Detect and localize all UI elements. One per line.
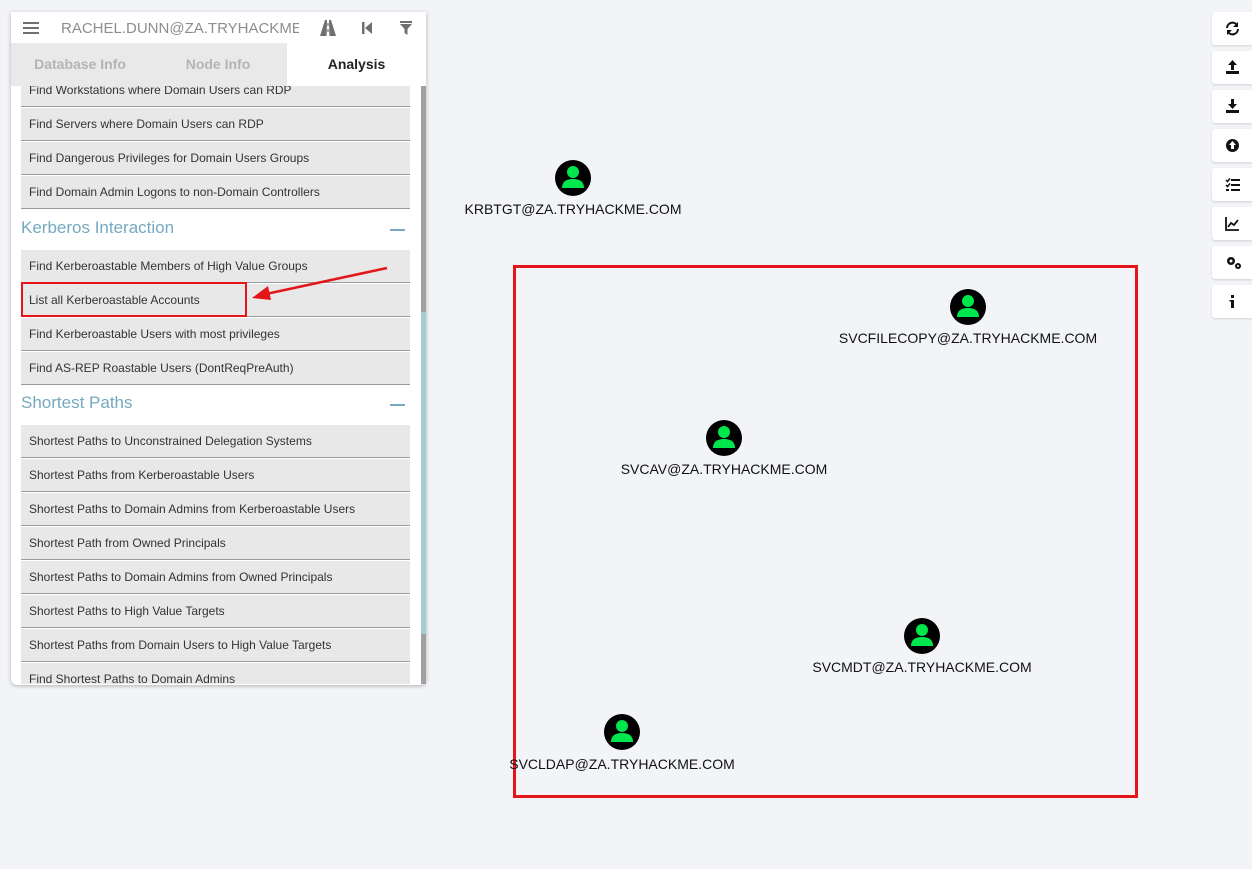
query-item[interactable]: Find Shortest Paths to Domain Admins bbox=[21, 663, 410, 684]
info-icon bbox=[1229, 295, 1234, 308]
user-icon bbox=[911, 624, 933, 646]
filter-icon[interactable] bbox=[397, 19, 415, 37]
user-node-svcav[interactable] bbox=[706, 420, 742, 456]
section-title: Shortest Paths bbox=[21, 393, 133, 412]
query-item[interactable]: Find Kerberoastable Members of High Valu… bbox=[21, 250, 410, 283]
search-input[interactable] bbox=[61, 17, 299, 39]
chart-icon bbox=[1225, 217, 1239, 231]
user-node-svcldap[interactable] bbox=[604, 714, 640, 750]
query-item[interactable]: Find Servers where Domain Users can RDP bbox=[21, 108, 410, 141]
section-title: Kerberos Interaction bbox=[21, 218, 175, 237]
road-icon[interactable] bbox=[319, 19, 337, 37]
node-label: KRBTGT@ZA.TRYHACKME.COM bbox=[464, 201, 682, 217]
user-node-svcmdt[interactable] bbox=[904, 618, 940, 654]
section-kerberos-interaction: Kerberos Interaction bbox=[21, 211, 410, 245]
query-item[interactable]: Find Domain Admin Logons to non-Domain C… bbox=[21, 176, 410, 209]
upload-icon bbox=[1226, 60, 1239, 74]
query-item[interactable]: Shortest Paths to Unconstrained Delegati… bbox=[21, 425, 410, 458]
import-button[interactable] bbox=[1212, 129, 1252, 162]
settings-button[interactable] bbox=[1212, 246, 1252, 279]
section-shortest-paths: Shortest Paths bbox=[21, 386, 410, 420]
query-item[interactable]: Find Dangerous Privileges for Domain Use… bbox=[21, 142, 410, 175]
user-icon bbox=[713, 426, 735, 448]
tab-analysis[interactable]: Analysis bbox=[287, 43, 426, 86]
user-icon bbox=[957, 295, 979, 317]
query-item[interactable]: Shortest Paths to Domain Admins from Own… bbox=[21, 561, 410, 594]
node-label: SVCMDT@ZA.TRYHACKME.COM bbox=[812, 659, 1032, 675]
upload-button[interactable] bbox=[1212, 51, 1252, 84]
query-item[interactable]: Shortest Paths from Domain Users to High… bbox=[21, 629, 410, 662]
query-item[interactable]: Find AS-REP Roastable Users (DontReqPreA… bbox=[21, 352, 410, 385]
node-label: SVCLDAP@ZA.TRYHACKME.COM bbox=[509, 756, 735, 772]
search-bar bbox=[11, 12, 426, 43]
scrollbar-thumb[interactable] bbox=[421, 312, 426, 634]
panel-tabs: Database Info Node Info Analysis bbox=[11, 43, 426, 86]
annotation-arrow bbox=[252, 266, 388, 300]
tab-database-info[interactable]: Database Info bbox=[34, 56, 126, 72]
query-item[interactable]: Shortest Paths to Domain Admins from Ker… bbox=[21, 493, 410, 526]
query-item[interactable]: Find Kerberoastable Users with most priv… bbox=[21, 318, 410, 351]
user-node-krbtgt[interactable] bbox=[555, 160, 591, 196]
tab-node-info[interactable]: Node Info bbox=[185, 56, 251, 72]
query-item[interactable]: Shortest Paths from Kerberoastable Users bbox=[21, 459, 410, 492]
search-panel: Database Info Node Info Analysis Find Wo… bbox=[11, 12, 426, 685]
queries-button[interactable] bbox=[1212, 168, 1252, 201]
collapse-icon[interactable] bbox=[390, 229, 405, 231]
chart-button[interactable] bbox=[1212, 207, 1252, 240]
menu-icon[interactable] bbox=[23, 19, 39, 35]
download-button[interactable] bbox=[1212, 90, 1252, 123]
query-item-list-kerberoastable[interactable]: List all Kerberoastable Accounts bbox=[21, 284, 410, 317]
settings-icon bbox=[1227, 257, 1241, 269]
user-icon bbox=[562, 166, 584, 188]
queries-icon bbox=[1225, 178, 1240, 191]
node-label: SVCFILECOPY@ZA.TRYHACKME.COM bbox=[838, 330, 1098, 346]
node-label: SVCAV@ZA.TRYHACKME.COM bbox=[620, 461, 828, 477]
query-list: Find Workstations where Domain Users can… bbox=[21, 86, 420, 684]
user-node-svcfilecopy[interactable] bbox=[950, 289, 986, 325]
query-item[interactable]: Find Workstations where Domain Users can… bbox=[21, 86, 410, 107]
refresh-button[interactable] bbox=[1212, 12, 1252, 45]
info-button[interactable] bbox=[1212, 285, 1252, 318]
user-icon bbox=[611, 720, 633, 742]
collapse-icon[interactable] bbox=[390, 404, 405, 406]
query-item[interactable]: Shortest Paths to High Value Targets bbox=[21, 595, 410, 628]
download-icon bbox=[1226, 99, 1239, 113]
refresh-icon bbox=[1226, 21, 1239, 36]
query-item[interactable]: Shortest Path from Owned Principals bbox=[21, 527, 410, 560]
import-icon bbox=[1226, 139, 1239, 152]
step-back-icon[interactable] bbox=[358, 19, 376, 37]
